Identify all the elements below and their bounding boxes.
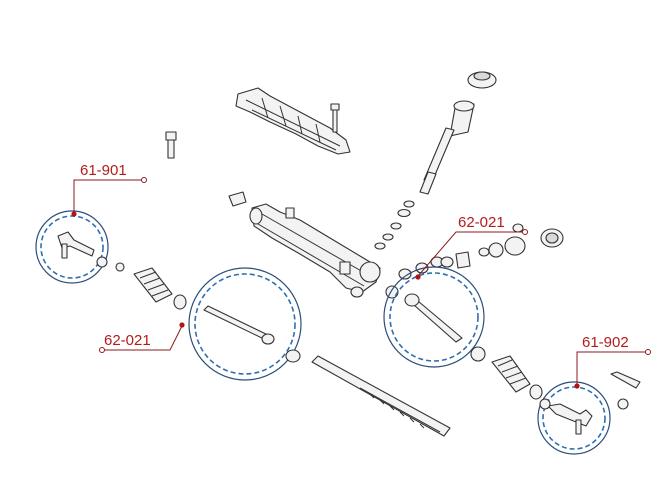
clamp-right [529,384,543,400]
callout-62-021-left: 62-021 [104,332,151,349]
highlight-61-901 [35,210,109,284]
inner-tie-rod-left [203,305,275,345]
nut-left [115,262,125,272]
pinion-seal [449,100,475,137]
callout-61-901: 61-901 [80,162,127,179]
highlight-61-902 [537,381,611,455]
highlight-62-021-right [383,266,486,368]
stud-bolt [610,371,641,410]
inner-tie-rod-right [404,293,463,343]
clamp-left [173,294,187,310]
pinion-boot-cap [467,71,497,89]
housing-clamp [350,286,364,298]
callout-62-021-right: 62-021 [458,214,505,231]
rack-bar [311,355,451,437]
leader-61-901 [71,177,147,217]
highlight-62-021-left [188,267,302,381]
heat-shield [235,87,351,155]
left-ring-seal [385,285,399,299]
boot-right [491,355,531,393]
mount-bolt-left [165,131,177,159]
clip-small [228,191,247,207]
pinion-small-parts [374,200,415,250]
rack-housing [249,203,381,293]
tie-rod-end-right [539,398,593,435]
shield-bolt [330,103,340,133]
pinion-shaft [419,127,455,195]
right-seals [398,223,564,280]
boot-left [133,267,173,303]
callout-61-902: 61-902 [582,334,629,351]
tie-rod-end-left [57,231,108,268]
leader-61-902 [574,349,651,389]
leader-62-021-right [415,229,528,280]
leader-62-021-left [99,322,185,353]
